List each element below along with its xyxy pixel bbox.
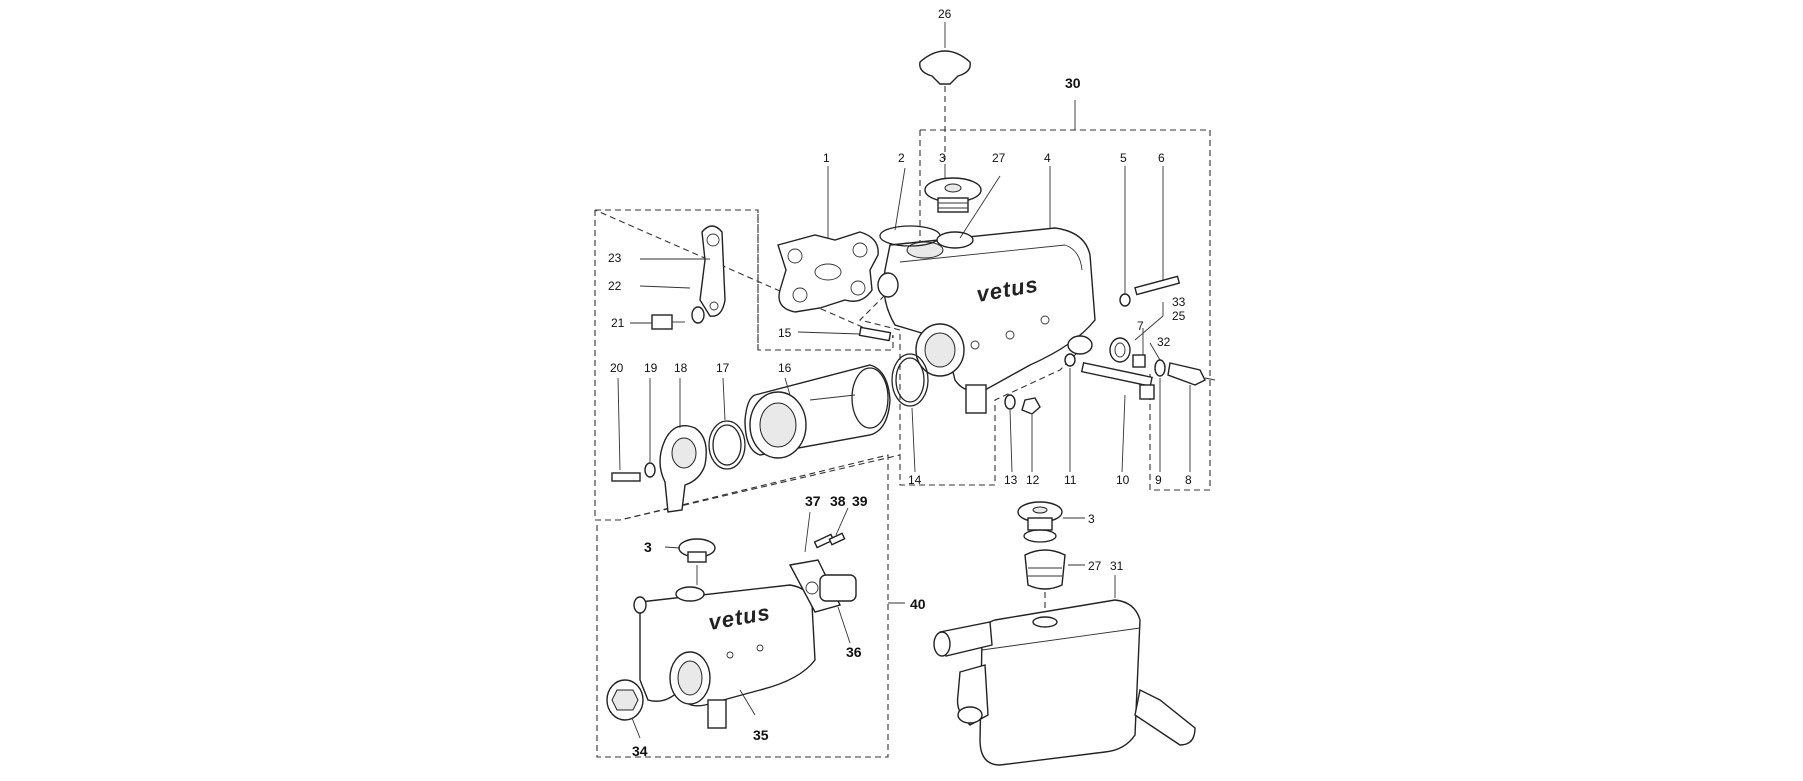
label-14: 14 <box>908 473 922 487</box>
label-8: 8 <box>1185 473 1192 487</box>
label-21: 21 <box>611 316 625 330</box>
heat-exchanger-body-part-4: vetus <box>877 227 1096 414</box>
cap-part-3-right <box>1017 501 1085 531</box>
filter-cover-part-18 <box>659 425 707 513</box>
label-37: 37 <box>805 493 821 509</box>
group-box-30 <box>858 100 1211 491</box>
cap-part-26 <box>919 22 971 160</box>
label-35: 35 <box>753 727 769 743</box>
label-12: 12 <box>1026 473 1040 487</box>
label-13: 13 <box>1004 473 1018 487</box>
label-20: 20 <box>610 361 624 375</box>
label-15: 15 <box>778 326 792 340</box>
label-31: 31 <box>1110 559 1124 573</box>
filler-neck-part-27 <box>1023 529 1085 618</box>
label-25: 25 <box>1172 309 1186 323</box>
label-22: 22 <box>608 279 622 293</box>
o-ring-part-14 <box>891 353 929 407</box>
bolt-parts-37-39 <box>804 507 849 553</box>
water-lock-part-31 <box>933 575 1196 766</box>
label-18: 18 <box>674 361 688 375</box>
label-3: 3 <box>939 151 946 165</box>
label-16: 16 <box>778 361 792 375</box>
label-39: 39 <box>852 493 868 509</box>
label-27-right: 27 <box>1088 559 1102 573</box>
label-11: 11 <box>1064 473 1077 487</box>
label-5: 5 <box>1120 151 1127 165</box>
bolt-part-21 <box>651 314 685 330</box>
label-2: 2 <box>898 151 905 165</box>
group-box-filter <box>594 209 901 521</box>
label-32: 32 <box>1157 335 1171 349</box>
label-10: 10 <box>1116 473 1130 487</box>
label-1: 1 <box>823 151 830 165</box>
label-19: 19 <box>644 361 658 375</box>
mounting-flange-part-36 <box>788 559 857 644</box>
label-3-lower: 3 <box>644 539 652 555</box>
label-7: 7 <box>1137 319 1144 333</box>
label-17: 17 <box>716 361 730 375</box>
stud-part-15 <box>858 326 892 342</box>
small-parts-right <box>1004 275 1216 415</box>
label-3-right: 3 <box>1088 512 1095 526</box>
label-38: 38 <box>830 493 846 509</box>
label-33: 33 <box>1172 295 1186 309</box>
filter-element-part-16 <box>744 364 891 459</box>
bolt-part-20 <box>611 472 641 482</box>
label-30: 30 <box>1065 75 1081 91</box>
label-26: 26 <box>938 7 952 21</box>
cap-part-3-lower-left <box>678 538 716 585</box>
label-6: 6 <box>1158 151 1165 165</box>
label-23: 23 <box>608 251 622 265</box>
label-34: 34 <box>632 743 648 759</box>
label-27: 27 <box>992 151 1006 165</box>
label-9: 9 <box>1155 473 1162 487</box>
o-ring-part-2 <box>879 225 974 249</box>
label-4: 4 <box>1044 151 1051 165</box>
plug-part-34 <box>606 679 644 721</box>
filler-cap-part-3 <box>924 164 982 213</box>
o-ring-part-17 <box>708 420 746 470</box>
label-36: 36 <box>846 644 862 660</box>
part-labels: 26 30 1 2 3 27 4 5 6 33 25 7 32 23 22 21… <box>608 7 1192 759</box>
heat-exchanger-body-part-35: vetus <box>633 584 816 729</box>
label-40: 40 <box>910 596 926 612</box>
leader-lines <box>617 166 1191 739</box>
gasket-part-1 <box>777 231 879 313</box>
washer-part-22 <box>691 306 705 324</box>
bracket-part-23 <box>699 225 726 317</box>
washer-part-19 <box>644 462 656 478</box>
group-box-40 <box>596 454 905 758</box>
